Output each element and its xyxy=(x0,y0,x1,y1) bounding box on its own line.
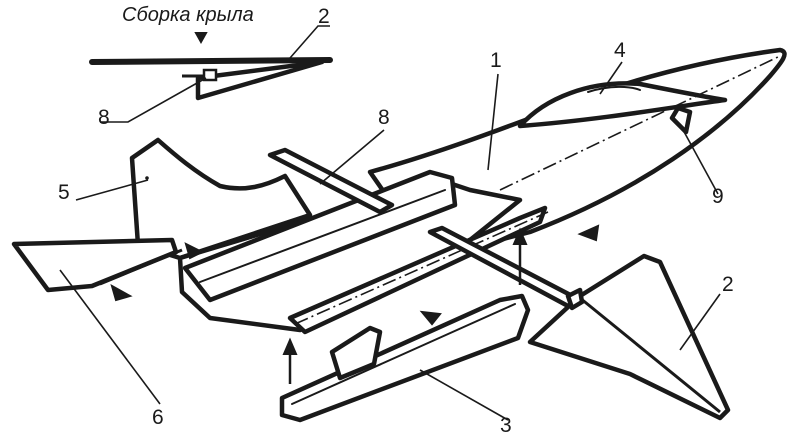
vertical-tail xyxy=(129,137,313,261)
keel-spar xyxy=(279,293,531,423)
tail-fin xyxy=(129,137,313,261)
label-9: 9 xyxy=(712,185,724,208)
fuselage-centerline xyxy=(499,55,781,191)
delta-wing xyxy=(527,253,731,421)
keel-block xyxy=(329,325,383,381)
stabilizer-panel xyxy=(11,237,179,293)
keel-panel xyxy=(279,293,531,423)
label-6: 6 xyxy=(152,406,164,429)
label-2-inset: 2 xyxy=(318,5,330,28)
inset-title: Сборка крыла xyxy=(122,4,254,26)
inset-wing-bracket xyxy=(195,59,325,101)
label-4: 4 xyxy=(614,39,626,62)
arrow-down-icon xyxy=(194,32,208,45)
wing-assembly-inset: Сборка крыла xyxy=(89,4,333,123)
intake-block xyxy=(669,105,693,135)
main-wing xyxy=(177,147,600,335)
label-2-delta: 2 xyxy=(722,273,734,296)
horizontal-stabilizer xyxy=(11,237,205,302)
label-8-inset: 8 xyxy=(98,106,110,129)
cross-strip-top xyxy=(267,147,395,215)
label-8: 8 xyxy=(378,106,390,129)
inset-wing-plate xyxy=(89,57,333,65)
delta-wing-tab xyxy=(565,287,585,311)
part-labels: 1 2 2 3 4 5 6 8 8 9 xyxy=(58,5,734,437)
label-3: 3 xyxy=(500,414,512,437)
leader-lines xyxy=(59,61,721,421)
label-5: 5 xyxy=(58,181,70,204)
label-1: 1 xyxy=(490,49,502,72)
